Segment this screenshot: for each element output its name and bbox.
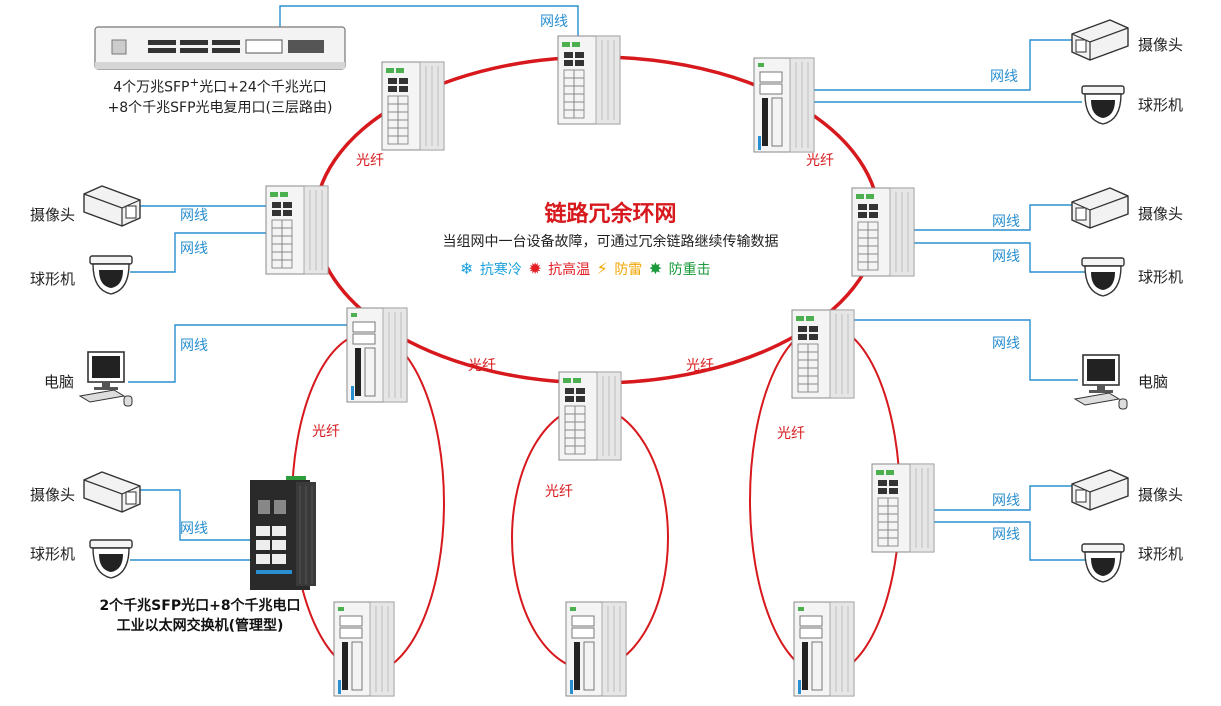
feature-impact: 防重击: [668, 262, 711, 278]
computer-icon: [1074, 354, 1128, 410]
camera-label: 摄像头: [30, 206, 76, 224]
black-caption-line1: 2个千兆SFP光口+8个千兆电口: [99, 598, 301, 614]
black-industrial-switch: [250, 476, 316, 590]
fiber-label: 光纤: [312, 424, 340, 440]
ethernet-label: 网线: [990, 69, 1018, 85]
loop-switch-left-bottom: [333, 601, 395, 697]
camera-icon: [1071, 469, 1129, 511]
ethernet-cables: [128, 5, 1088, 561]
dome-camera-icon: [89, 539, 133, 579]
ethernet-label: 网线: [180, 338, 208, 354]
ethernet-label: 网线: [180, 208, 208, 224]
sun-icon: ✹: [528, 259, 542, 278]
feature-lightning: 防雷: [614, 262, 643, 278]
feature-list: ❄ 抗寒冷 ✹ 抗高温 ⚡ 防雷 ✸ 防重击: [460, 259, 713, 279]
core-caption-line2: +8个千兆SFP光电复用口(三层路由): [107, 99, 333, 116]
fiber-label: 光纤: [545, 484, 573, 500]
core-switch-caption: 4个万兆SFP+光口+24个千兆光口 +8个千兆SFP光电复用口(三层路由): [70, 72, 370, 118]
feature-cold: 抗寒冷: [479, 262, 522, 278]
computer-icon: [79, 351, 133, 407]
dome-camera-icon: [1081, 543, 1125, 583]
dome-label: 球形机: [1138, 268, 1184, 286]
snowflake-icon: ❄: [460, 259, 474, 278]
burst-icon: ✸: [648, 259, 663, 278]
ethernet-label: 网线: [992, 527, 1020, 543]
core-caption-line1-prefix: 4个万兆SFP: [113, 79, 190, 96]
fiber-label: 光纤: [777, 426, 805, 442]
camera-label: 摄像头: [1138, 205, 1184, 223]
camera-label: 摄像头: [1138, 36, 1184, 54]
ethernet-label: 网线: [992, 493, 1020, 509]
loop-switch-middle-bottom: [565, 601, 627, 697]
camera-icon: [83, 471, 141, 513]
dome-label: 球形机: [30, 270, 76, 288]
loop-switch-right: [871, 463, 935, 553]
dome-camera-icon: [1081, 257, 1125, 297]
black-caption-line2: 工业以太网交换机(管理型): [116, 618, 284, 634]
fiber-label: 光纤: [356, 153, 384, 169]
ring-switch-top: [557, 35, 621, 125]
fiber-label: 光纤: [806, 153, 834, 169]
pc-label: 电脑: [1138, 373, 1169, 391]
ethernet-label: 网线: [180, 521, 208, 537]
core-caption-sup: +: [189, 75, 200, 89]
diagram-subtitle: 当组网中一台设备故障，可通过冗余链路继续传输数据: [442, 234, 779, 250]
fiber-label: 光纤: [468, 358, 496, 374]
ring-switch-bottom: [558, 371, 622, 461]
ethernet-label: 网线: [992, 336, 1020, 352]
ring-switch-top-left: [381, 61, 445, 151]
ring-switch-top-right: [753, 57, 815, 153]
core-caption-line1-suffix: 光口+24个千兆光口: [199, 79, 327, 96]
dome-label: 球形机: [30, 545, 76, 563]
dome-label: 球形机: [1138, 96, 1184, 114]
black-switch-caption: 2个千兆SFP光口+8个千兆电口 工业以太网交换机(管理型): [60, 596, 340, 636]
ethernet-label: 网线: [992, 249, 1020, 265]
camera-label: 摄像头: [1138, 486, 1184, 504]
ring-switch-bottom-right: [791, 309, 855, 399]
fiber-label: 光纤: [686, 358, 714, 374]
feature-heat: 抗高温: [548, 262, 591, 278]
ethernet-label: 网线: [180, 241, 208, 257]
ethernet-label: 网线: [540, 14, 568, 30]
lightning-icon: ⚡: [596, 259, 608, 278]
camera-label: 摄像头: [30, 486, 76, 504]
dome-camera-icon: [1081, 85, 1125, 125]
diagram-title: 链路冗余环网: [544, 202, 677, 227]
ring-switch-bottom-left: [346, 307, 408, 403]
core-rack-switch: [94, 26, 346, 70]
ethernet-label: 网线: [992, 214, 1020, 230]
pc-label: 电脑: [44, 373, 75, 391]
dome-label: 球形机: [1138, 545, 1184, 563]
camera-icon: [1071, 19, 1129, 61]
dome-camera-icon: [89, 255, 133, 295]
loop-switch-right-bottom: [793, 601, 855, 697]
